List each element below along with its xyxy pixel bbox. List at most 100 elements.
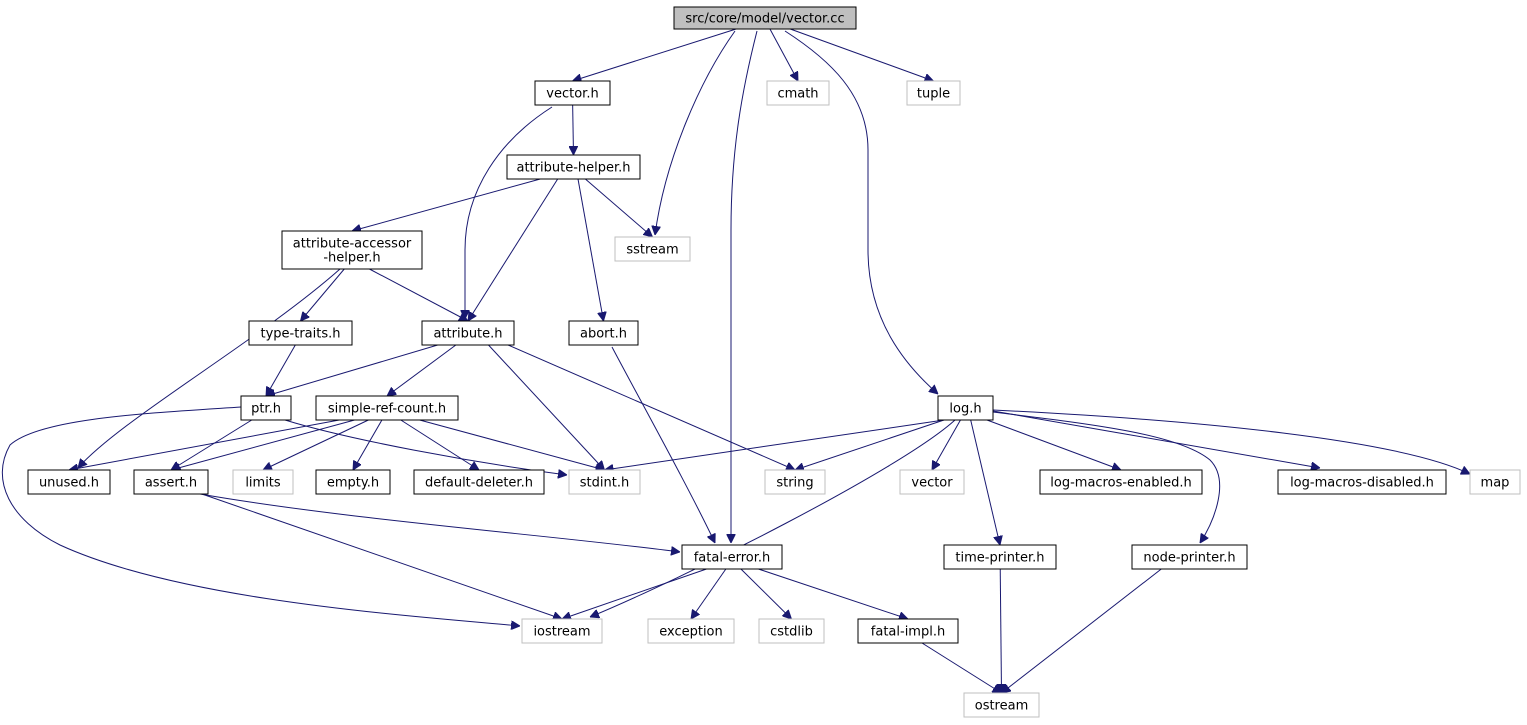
node-label: tuple — [917, 87, 950, 102]
edge-simple-ref-count-h-to-limits — [263, 419, 369, 470]
node-label: empty.h — [327, 476, 379, 491]
edge-time-printer-h-to-ostream — [1000, 568, 1001, 693]
node-log-h[interactable]: log.h — [937, 395, 994, 421]
node-box — [568, 469, 641, 495]
node-label: type-traits.h — [261, 327, 341, 342]
node-label: time-printer.h — [955, 551, 1044, 566]
edge-attribute-accessor-helper-h-to-attribute-h — [369, 268, 468, 321]
node-attribute-accessor-helper-h[interactable]: attribute-accessor-helper.h — [281, 230, 423, 270]
edge-attribute-h-to-string — [507, 344, 795, 470]
node-box — [27, 469, 111, 495]
node-vector-h[interactable]: vector.h — [534, 80, 611, 106]
node-time-printer-h[interactable]: time-printer.h — [943, 544, 1057, 570]
edge-assert-h-to-iostream — [201, 493, 562, 619]
node-label: -helper.h — [323, 251, 380, 266]
node-root[interactable]: src/core/model/vector.cc — [673, 6, 857, 30]
node-label: assert.h — [145, 476, 197, 491]
edge-ptr-h-to-stdint-h — [284, 419, 567, 475]
node-unused-h[interactable]: unused.h — [27, 469, 111, 495]
node-label: abort.h — [580, 327, 627, 342]
node-box — [413, 469, 545, 495]
edge-root-to-fatal-error-h — [731, 30, 758, 543]
node-box — [1039, 469, 1203, 495]
edge-root-to-cmath — [769, 28, 798, 81]
node-label: stdint.h — [580, 476, 629, 491]
edge-ptr-h-to-assert-h — [171, 419, 253, 470]
node-sstream: sstream — [614, 236, 691, 262]
node-exception: exception — [647, 618, 735, 644]
node-label: attribute-accessor — [293, 237, 412, 252]
node-label: simple-ref-count.h — [328, 402, 446, 417]
node-box — [963, 692, 1040, 718]
node-tuple: tuple — [906, 80, 961, 106]
node-box — [857, 618, 959, 644]
node-cmath: cmath — [766, 80, 830, 106]
node-label: limits — [245, 476, 281, 491]
edge-root-to-vector-h — [573, 28, 737, 81]
edges-layer — [1, 28, 1470, 693]
node-map: map — [1469, 469, 1521, 495]
node-box — [248, 320, 353, 346]
node-label: src/core/model/vector.cc — [685, 12, 844, 27]
node-box — [766, 80, 830, 106]
edge-log-h-to-log-macros-disabled-h — [992, 410, 1320, 468]
node-label: vector — [911, 476, 953, 491]
edge-log-h-to-iostream — [590, 419, 956, 617]
edge-fatal-error-h-to-exception — [691, 568, 727, 619]
node-log-macros-disabled-h[interactable]: log-macros-disabled.h — [1277, 469, 1447, 495]
node-label: node-printer.h — [1143, 551, 1235, 566]
edge-fatal-error-h-to-fatal-impl-h — [758, 568, 908, 619]
edge-root-to-sstream — [655, 30, 736, 235]
edge-simple-ref-count-h-to-default-deleter-h — [400, 419, 479, 470]
edge-simple-ref-count-h-to-unused-h — [69, 419, 340, 470]
edge-attribute-accessor-helper-h-to-type-traits-h — [301, 268, 345, 321]
node-label: ptr.h — [251, 402, 281, 417]
node-fatal-error-h[interactable]: fatal-error.h — [681, 544, 783, 570]
node-box — [506, 154, 641, 180]
node-fatal-impl-h[interactable]: fatal-impl.h — [857, 618, 959, 644]
node-log-macros-enabled-h[interactable]: log-macros-enabled.h — [1039, 469, 1203, 495]
node-label: attribute.h — [433, 327, 502, 342]
nodes-layer: src/core/model/vector.cc vector.h cmath tup… — [27, 6, 1521, 718]
node-label: unused.h — [39, 476, 99, 491]
node-assert-h[interactable]: assert.h — [133, 469, 209, 495]
node-string: string — [764, 469, 826, 495]
node-box — [673, 6, 857, 30]
node-box — [1469, 469, 1521, 495]
edge-vector-h-to-attribute-helper-h — [573, 104, 574, 155]
node-attribute-h[interactable]: attribute.h — [421, 320, 515, 346]
node-label: default-deleter.h — [425, 476, 533, 491]
node-label: fatal-impl.h — [871, 625, 945, 640]
node-box — [534, 80, 611, 106]
node-default-deleter-h[interactable]: default-deleter.h — [413, 469, 545, 495]
node-iostream: iostream — [521, 618, 603, 644]
node-attribute-helper-h[interactable]: attribute-helper.h — [506, 154, 641, 180]
edge-log-h-to-node-printer-h — [992, 411, 1220, 543]
node-box — [758, 618, 825, 644]
node-box — [568, 320, 639, 346]
node-box — [906, 80, 961, 106]
node-ptr-h[interactable]: ptr.h — [240, 395, 292, 421]
node-box — [281, 230, 423, 270]
edge-log-h-to-time-printer-h — [970, 419, 1000, 545]
node-abort-h[interactable]: abort.h — [568, 320, 639, 346]
node-label: exception — [659, 625, 723, 640]
edge-ptr-h-to-iostream — [1, 406, 520, 626]
node-box — [943, 544, 1057, 570]
node-box — [937, 395, 994, 421]
edge-abort-h-to-fatal-error-h — [611, 346, 715, 543]
node-label: fatal-error.h — [694, 551, 771, 566]
node-label: sstream — [626, 243, 678, 258]
node-type-traits-h[interactable]: type-traits.h — [248, 320, 353, 346]
node-node-printer-h[interactable]: node-printer.h — [1131, 544, 1248, 570]
node-label: cmath — [777, 87, 818, 102]
edge-node-printer-h-to-ostream — [1002, 568, 1162, 693]
node-empty-h[interactable]: empty.h — [315, 469, 391, 495]
edge-attribute-helper-h-to-sstream — [585, 178, 652, 237]
edge-log-h-to-map — [992, 409, 1470, 474]
node-box — [647, 618, 735, 644]
node-simple-ref-count-h[interactable]: simple-ref-count.h — [315, 395, 459, 421]
node-box — [681, 544, 783, 570]
edge-simple-ref-count-h-to-empty-h — [353, 419, 383, 470]
